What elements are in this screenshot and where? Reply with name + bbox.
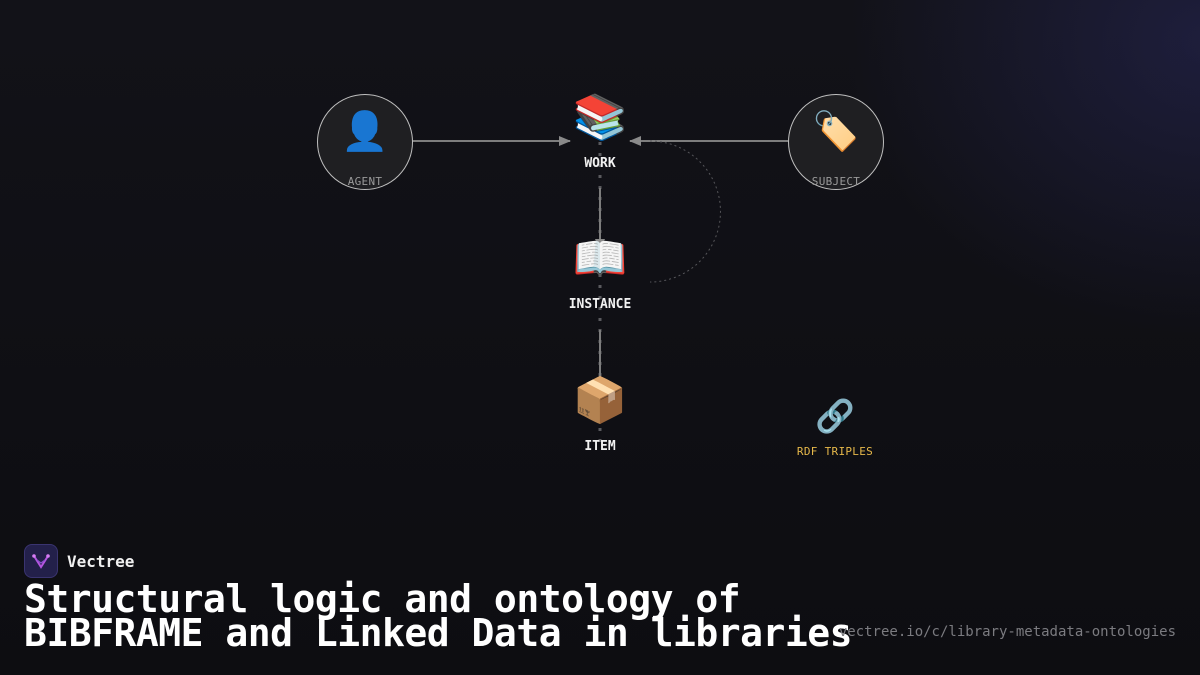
node-subject: 🏷️ SUBJECT xyxy=(788,94,884,190)
rdf-triples: 🔗 RDF TRIPLES xyxy=(775,398,895,458)
brand: Vectree xyxy=(24,544,134,578)
node-agent: 👤 AGENT xyxy=(317,94,413,190)
node-instance-label: INSTANCE xyxy=(568,297,632,312)
link-icon: 🔗 xyxy=(815,397,855,435)
books-icon: 📚 xyxy=(572,92,628,143)
ontology-diagram xyxy=(412,120,788,450)
title-line-2: BIBFRAME and Linked Data in libraries xyxy=(24,611,852,655)
node-subject-label: SUBJECT xyxy=(811,175,861,188)
rdf-triples-label: RDF TRIPLES xyxy=(796,445,874,458)
person-icon: 👤 xyxy=(341,109,389,153)
node-work: 📚 WORK xyxy=(540,92,660,171)
open-book-icon: 📖 xyxy=(572,233,628,284)
source-url[interactable]: vectree.io/c/library-metadata-ontologies xyxy=(838,624,1176,640)
edge-work-instance-arc xyxy=(649,140,721,283)
node-item-label: ITEM xyxy=(584,439,616,454)
vectree-logo xyxy=(24,544,58,578)
page-title: Structural logic and ontology of BIBFRAM… xyxy=(24,577,852,655)
tag-icon: 🏷️ xyxy=(812,109,860,153)
node-item: 📦 ITEM xyxy=(540,375,660,454)
vectree-logo-icon xyxy=(32,554,50,569)
package-icon: 📦 xyxy=(572,375,628,426)
node-work-label: WORK xyxy=(584,156,616,171)
title-line-1: Structural logic and ontology of xyxy=(24,577,741,621)
node-instance: 📖 INSTANCE xyxy=(540,233,660,312)
node-agent-label: AGENT xyxy=(347,175,383,188)
brand-name: Vectree xyxy=(67,551,135,571)
